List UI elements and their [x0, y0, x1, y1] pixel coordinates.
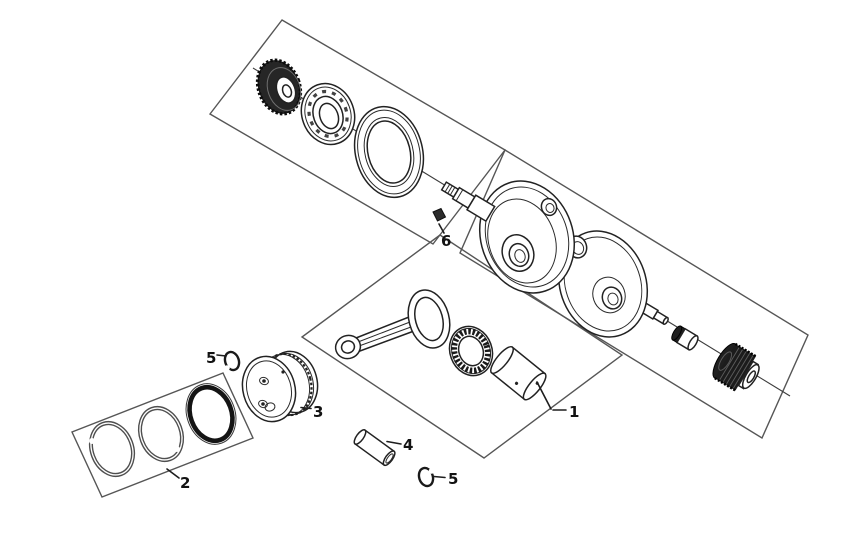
- callout-5-upper: 5: [206, 349, 216, 367]
- oil-pump-drive-gear: [712, 342, 760, 392]
- ball-bearing: [300, 82, 356, 146]
- pin-boss-lower: [261, 402, 265, 406]
- crank-pin: [490, 345, 547, 401]
- pin-boss-upper: [262, 379, 266, 383]
- callout-1-leader: [536, 381, 567, 411]
- needle-rollers: [451, 328, 491, 374]
- seal-bore: [366, 120, 412, 184]
- needle-bearing: [448, 325, 494, 377]
- crankshaft: [440, 180, 669, 338]
- piston-ring-3: [185, 383, 237, 445]
- shaft-spacer: [671, 325, 699, 351]
- timing-side-box: [208, 19, 507, 245]
- piston-pin-bore: [385, 453, 394, 464]
- piston-pin-clip-upper: [223, 350, 241, 372]
- piston-ring-2: [137, 405, 185, 463]
- woodruff-key: [432, 207, 447, 222]
- piston: [241, 350, 319, 423]
- callouts: 1 2 3 4 5 5 6: [166, 223, 579, 492]
- piston-pin-clip-lower: [417, 466, 435, 488]
- crank-pin-face: [522, 372, 547, 401]
- piston-pin: [353, 429, 396, 467]
- group-boxes: [71, 19, 809, 498]
- piston-rings-box: [71, 372, 254, 498]
- gear-teeth-top: [734, 342, 757, 358]
- callout-2: 2: [180, 474, 190, 492]
- callout-4: 4: [403, 436, 413, 454]
- bearing-bore: [318, 102, 340, 130]
- callout-4-leader: [386, 440, 402, 445]
- gear-bore: [746, 370, 757, 384]
- rod-beam: [355, 316, 415, 352]
- callout-3-leader: [300, 406, 312, 410]
- big-end-parts-box: [300, 234, 624, 459]
- crank-pin-oil-hole: [514, 381, 519, 385]
- callout-3: 3: [313, 403, 323, 421]
- bearing-balls: [307, 89, 349, 139]
- callout-6-leader: [438, 223, 445, 234]
- callout-1: 1: [569, 403, 579, 421]
- right-web-hub-boss: [592, 276, 626, 314]
- callout-5-lower: 5: [448, 470, 458, 488]
- crankshaft-left-shaft: [440, 181, 496, 223]
- drive-side-box: [459, 148, 809, 440]
- sprocket-bore: [281, 84, 293, 98]
- callout-2-leader: [166, 468, 180, 479]
- callout-5-lower-leader: [433, 475, 446, 479]
- connecting-rod: [334, 289, 451, 360]
- needle-bearing-bore: [457, 335, 485, 367]
- sprocket-teeth: [255, 58, 303, 116]
- left-crank-web: [478, 180, 576, 294]
- timing-sprocket: [255, 58, 303, 116]
- oil-seal-ring: [353, 105, 425, 199]
- piston-ring-set: [88, 383, 237, 478]
- callout-6: 6: [441, 232, 451, 250]
- piston-ring-1: [88, 420, 136, 478]
- callout-5-upper-leader: [216, 354, 227, 357]
